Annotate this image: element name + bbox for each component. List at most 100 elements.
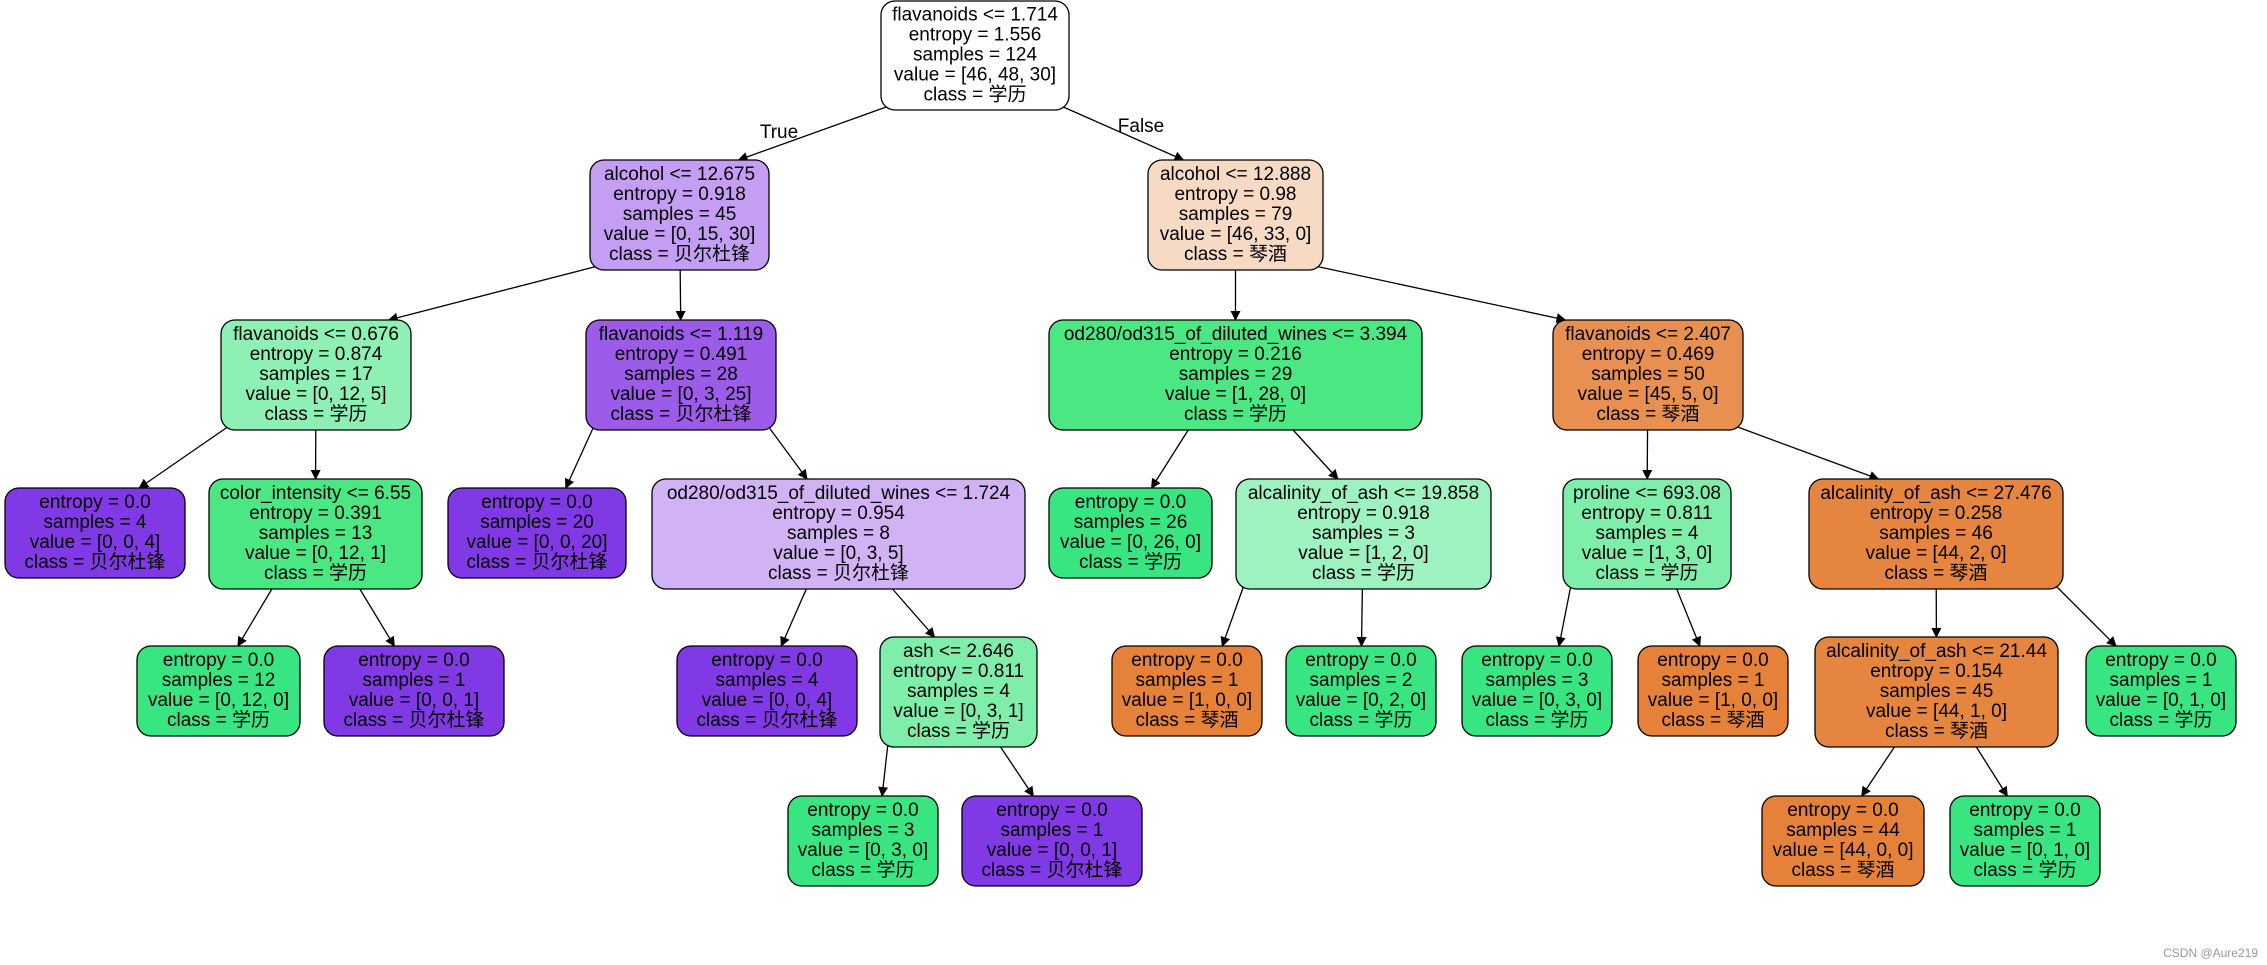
node-box [651, 478, 1026, 590]
node-line: entropy = 0.491 [615, 344, 748, 365]
tree-edge [780, 588, 807, 647]
node-line: entropy = 0.0 [481, 492, 592, 513]
node-line: samples = 17 [259, 364, 373, 385]
node-line: class = 学历 [265, 403, 368, 425]
node-line: class = 学历 [1184, 403, 1287, 425]
tree-edge [564, 425, 595, 489]
node-line: value = [1, 2, 0] [1298, 543, 1428, 564]
node-line: class = 学历 [1079, 551, 1182, 573]
node-line: class = 琴酒 [1662, 709, 1765, 731]
tree-edge [1975, 746, 2008, 797]
node-line: alcalinity_of_ash <= 19.858 [1248, 483, 1479, 504]
node-line: entropy = 0.0 [358, 650, 469, 671]
node-line: value = [0, 12, 1] [245, 543, 386, 564]
node-line: entropy = 1.556 [909, 25, 1042, 46]
tree-node-n5: od280/od315_of_diluted_wines <= 3.394ent… [1048, 319, 1423, 431]
tree-node-n10: od280/od315_of_diluted_wines <= 1.724ent… [651, 478, 1026, 590]
node-line: entropy = 0.918 [613, 184, 746, 205]
node-line: flavanoids <= 2.407 [1565, 324, 1731, 345]
tree-edge [1000, 746, 1034, 797]
node-line: entropy = 0.0 [1305, 650, 1416, 671]
node-line: samples = 3 [1486, 670, 1589, 691]
node-box [1552, 319, 1744, 431]
node-box [589, 159, 770, 271]
tree-edge [737, 105, 890, 162]
node-box [1285, 645, 1437, 737]
node-line: value = [44, 2, 0] [1865, 543, 2006, 564]
node-line: samples = 26 [1074, 512, 1188, 533]
node-line: class = 贝尔杜锋 [611, 403, 752, 425]
tree-edge [1314, 265, 1567, 323]
node-line: class = 贝尔杜锋 [768, 562, 909, 584]
node-line: entropy = 0.0 [807, 800, 918, 821]
node-line: class = 学历 [264, 562, 367, 584]
node-line: samples = 4 [716, 670, 819, 691]
node-line: class = 学历 [1312, 562, 1415, 584]
node-line: entropy = 0.0 [1969, 800, 2080, 821]
edge-label-false: False [1118, 116, 1164, 137]
tree-edge [892, 588, 936, 638]
node-box [208, 478, 423, 590]
node-line: entropy = 0.216 [1169, 344, 1302, 365]
node-line: samples = 124 [913, 45, 1038, 66]
node-box [1147, 159, 1324, 271]
node-line: entropy = 0.0 [1787, 800, 1898, 821]
node-line: od280/od315_of_diluted_wines <= 3.394 [1064, 324, 1408, 345]
node-line: samples = 13 [259, 523, 373, 544]
edge-label-true: True [760, 122, 798, 143]
node-line: samples = 45 [1880, 681, 1994, 702]
node-line: samples = 2 [1310, 670, 1413, 691]
node-line: samples = 4 [1596, 523, 1699, 544]
tree-edge [878, 742, 889, 797]
node-line: samples = 46 [1879, 523, 1993, 544]
tree-edge [1292, 429, 1339, 480]
node-line: value = [1, 0, 0] [1648, 690, 1778, 711]
node-line: class = 琴酒 [1885, 720, 1988, 742]
node-box [1235, 478, 1492, 590]
node-line: entropy = 0.0 [1657, 650, 1768, 671]
node-line: samples = 1 [1662, 670, 1765, 691]
node-box [787, 795, 939, 887]
node-line: samples = 50 [1591, 364, 1705, 385]
node-line: class = 学历 [924, 84, 1027, 106]
node-line: flavanoids <= 1.119 [599, 324, 763, 345]
node-line: od280/od315_of_diluted_wines <= 1.724 [667, 483, 1011, 504]
node-line: value = [0, 12, 5] [245, 384, 386, 405]
node-box [880, 0, 1070, 111]
node-line: samples = 1 [1136, 670, 1239, 691]
node-box [1761, 795, 1925, 887]
node-box [1048, 319, 1423, 431]
tree-edge [1220, 584, 1245, 647]
node-box [1048, 487, 1213, 579]
node-line: value = [1, 28, 0] [1165, 384, 1306, 405]
node-line: value = [0, 3, 0] [798, 840, 928, 861]
node-line: class = 贝尔杜锋 [609, 243, 750, 265]
tree-edge [1356, 588, 1367, 647]
node-line: samples = 1 [2110, 670, 2213, 691]
node-line: class = 琴酒 [1136, 709, 1239, 731]
node-box [2085, 645, 2237, 737]
node-line: flavanoids <= 1.714 [892, 5, 1058, 26]
node-line: samples = 45 [623, 204, 737, 225]
node-line: value = [45, 5, 0] [1577, 384, 1718, 405]
node-box [1814, 636, 2059, 748]
node-line: value = [0, 0, 1] [987, 840, 1117, 861]
node-line: value = [44, 1, 0] [1866, 701, 2007, 722]
node-line: entropy = 0.0 [1131, 650, 1242, 671]
tree-edge [1861, 746, 1895, 797]
node-line: class = 学历 [167, 709, 270, 731]
node-line: value = [0, 3, 25] [610, 384, 751, 405]
